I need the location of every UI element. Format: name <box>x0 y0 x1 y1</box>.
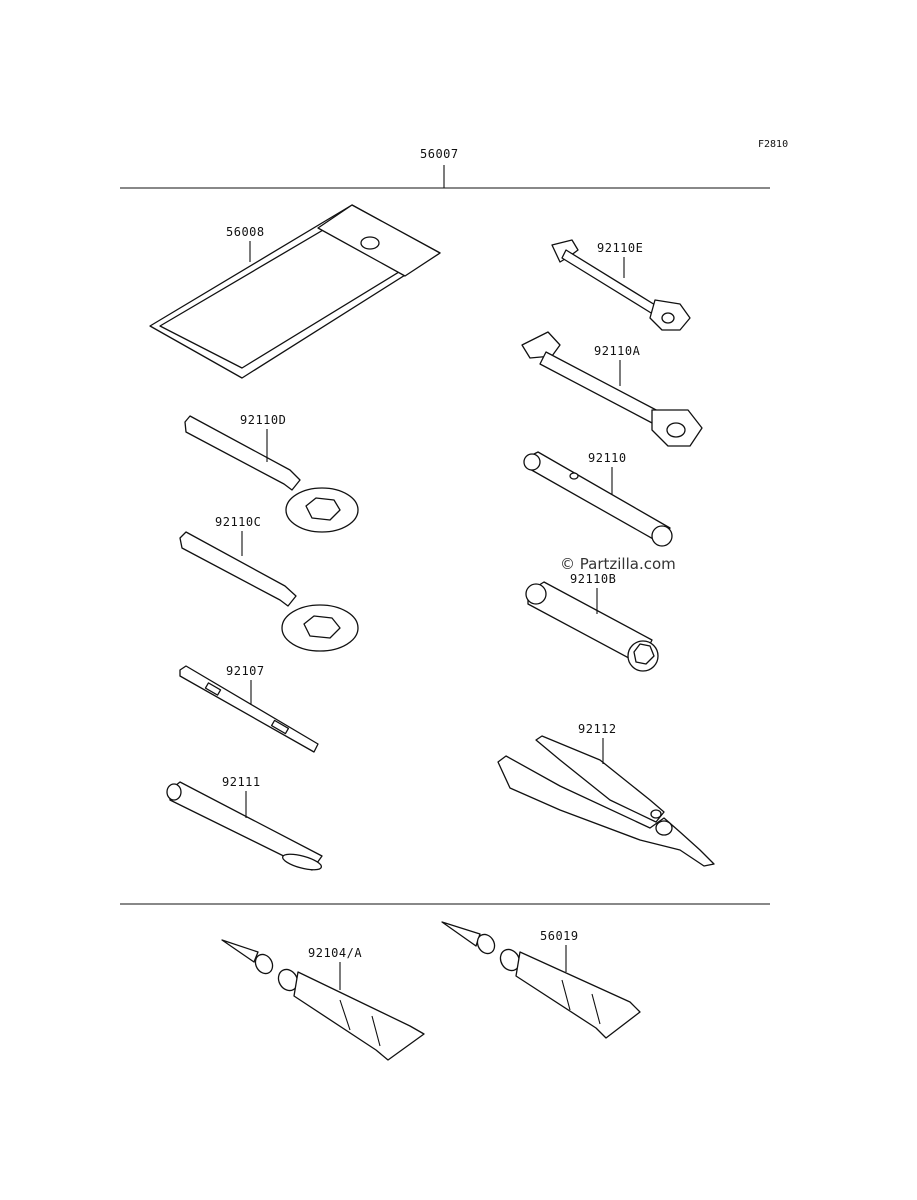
ring-wrench-c <box>179 531 359 652</box>
grease-tube-right <box>441 921 641 1039</box>
pliers <box>497 735 715 867</box>
ring-wrench-d <box>184 415 359 533</box>
wrench-a-label: 92110A <box>594 344 641 358</box>
watermark: © Partzilla.com <box>560 555 676 573</box>
figure-code: F2810 <box>758 139 788 150</box>
handle-bar <box>166 781 323 871</box>
plug-label: 92110 <box>588 451 627 465</box>
open-wrench-small <box>551 239 691 331</box>
socket-label: 92110B <box>570 572 616 586</box>
pliers-label: 92112 <box>578 722 617 736</box>
open-wrench-large <box>521 331 703 447</box>
socket-wrench <box>525 581 659 672</box>
grease-tube-left <box>221 939 425 1061</box>
wrench-e-label: 92110E <box>597 241 643 255</box>
kit-part-label: 56007 <box>420 147 459 161</box>
handle-label: 92111 <box>222 775 261 789</box>
bag-label: 56008 <box>226 225 265 239</box>
ring-c-label: 92110C <box>215 515 261 529</box>
screwdriver-label: 92107 <box>226 664 265 678</box>
tube-right-label: 56019 <box>540 929 579 943</box>
screwdriver <box>179 665 319 753</box>
tool-bag <box>149 204 441 379</box>
tube-left-label: 92104/A <box>308 946 362 960</box>
plug-wrench <box>523 451 673 547</box>
ring-d-label: 92110D <box>240 413 286 427</box>
